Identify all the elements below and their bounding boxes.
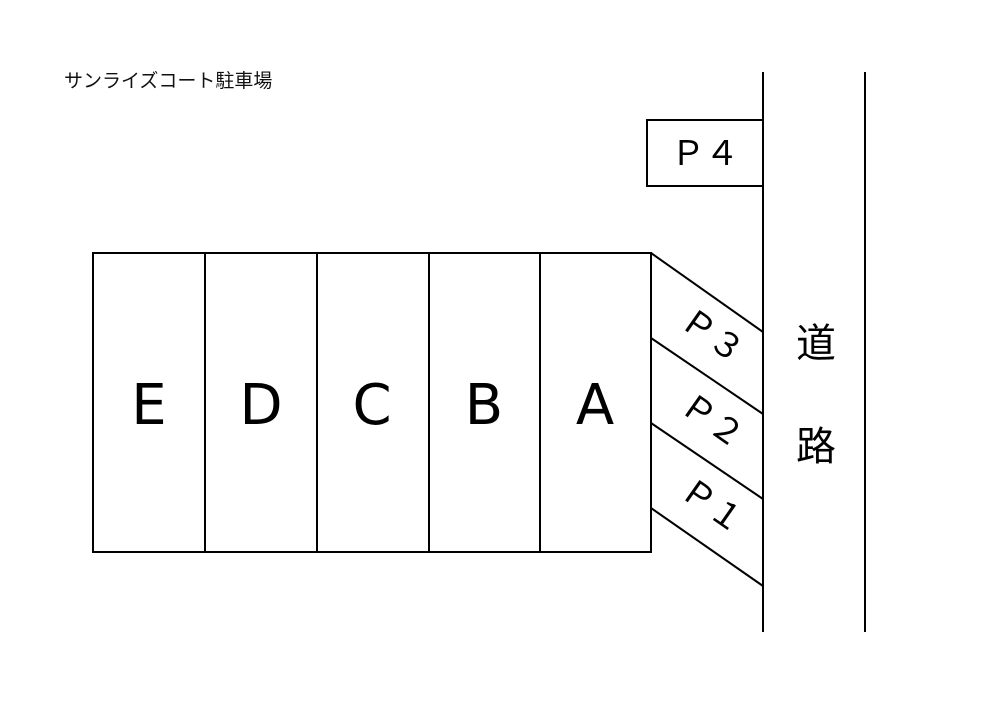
- lot-title: サンライズコート駐車場: [64, 70, 273, 92]
- parking-space-p4: [646, 119, 764, 187]
- parking-divider-p3-p2: [650, 337, 764, 415]
- garage-slot-a-label: A: [576, 373, 614, 438]
- garage-slot-b-label: B: [465, 373, 503, 438]
- parking-divider-p2-p1: [650, 422, 764, 500]
- parking-space-p4-label: Ｐ４: [671, 134, 739, 174]
- garage-slot-d-label: D: [239, 373, 282, 438]
- road-label-char-1: 道: [796, 321, 836, 367]
- parking-divider-p1-bottom: [650, 507, 764, 587]
- road-label-char-2: 路: [796, 424, 836, 470]
- garage-slot-e-label: E: [131, 373, 166, 438]
- garage-slot-c-label: C: [352, 373, 391, 438]
- garage-block: [92, 252, 652, 553]
- parking-divider-p3-top: [650, 252, 764, 333]
